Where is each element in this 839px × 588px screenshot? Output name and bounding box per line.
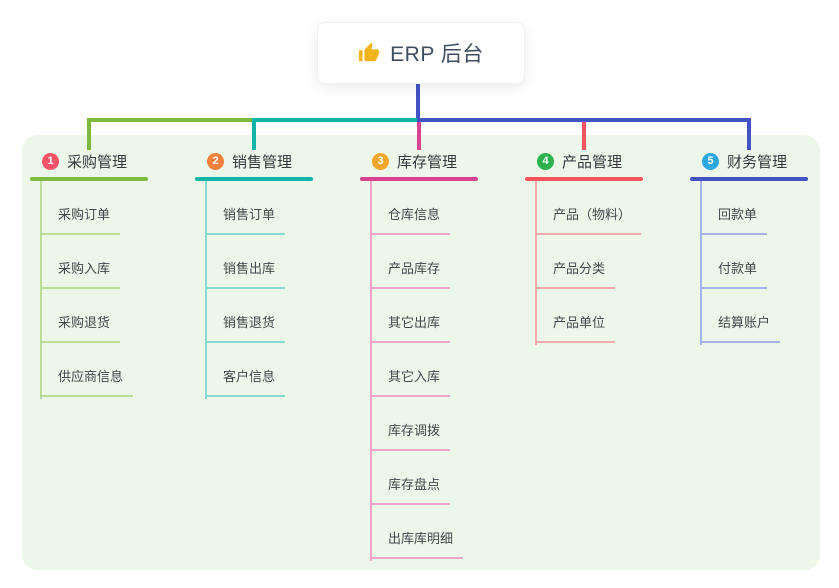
child-node[interactable]: 产品单位 (535, 289, 616, 343)
child-node[interactable]: 产品库存 (370, 235, 451, 289)
child-node[interactable]: 销售退货 (205, 289, 286, 343)
branch-underline (690, 177, 808, 181)
branch-children: 采购订单 采购入库 采购退货 供应商信息 (40, 181, 134, 397)
child-node-label: 出库库明细 (370, 528, 464, 559)
bus-segment-middle (252, 118, 417, 122)
branch-children: 仓库信息 产品库存 其它出库 其它入库 库存调拨 库存盘点 出库库明细 (370, 181, 464, 559)
child-node[interactable]: 产品（物料） (535, 181, 642, 235)
branch-number-badge: 2 (207, 152, 224, 170)
branch-label: 采购管理 (67, 153, 128, 171)
child-node-label: 产品（物料） (535, 204, 642, 235)
child-node[interactable]: 客户信息 (205, 343, 286, 397)
branch-drop-line (582, 120, 586, 150)
branch-children-connector (40, 181, 42, 399)
branch-drop-line (417, 120, 421, 150)
branch-underline (360, 177, 478, 181)
root-connector-line (416, 82, 420, 122)
child-node-label: 产品单位 (535, 312, 616, 343)
child-node-label: 采购订单 (40, 204, 121, 235)
child-node-label: 付款单 (700, 258, 768, 289)
branch-children-connector (700, 181, 702, 345)
bus-segment-left (87, 118, 252, 122)
child-node-label: 销售退货 (205, 312, 286, 343)
branch-drop-line (87, 120, 91, 150)
child-node[interactable]: 供应商信息 (40, 343, 134, 397)
branch-number-badge: 3 (372, 152, 389, 170)
child-node-label: 采购退货 (40, 312, 121, 343)
child-node[interactable]: 结算账户 (700, 289, 781, 343)
child-node[interactable]: 采购订单 (40, 181, 121, 235)
child-node-label: 库存盘点 (370, 474, 451, 505)
branch-number-badge: 4 (537, 152, 554, 170)
root-node-label: ERP 后台 (390, 43, 484, 66)
bus-segment-right (417, 118, 751, 122)
child-node-label: 其它入库 (370, 366, 451, 397)
branch-node: 2 销售管理 销售订单 销售出库 销售退货 客户信息 (195, 145, 313, 399)
root-node[interactable]: ERP 后台 (317, 22, 525, 84)
branch-children: 销售订单 销售出库 销售退货 客户信息 (205, 181, 286, 397)
branch-underline (30, 177, 148, 181)
branch-title[interactable]: 3 库存管理 (360, 145, 478, 177)
branch-title[interactable]: 1 采购管理 (30, 145, 148, 177)
branch-children-connector (535, 181, 537, 345)
child-node[interactable]: 仓库信息 (370, 181, 451, 235)
branch-title[interactable]: 2 销售管理 (195, 145, 313, 177)
child-node-label: 产品分类 (535, 258, 616, 289)
thumbs-up-icon (359, 42, 380, 62)
child-node[interactable]: 采购退货 (40, 289, 121, 343)
child-node[interactable]: 出库库明细 (370, 505, 464, 559)
child-node-label: 销售出库 (205, 258, 286, 289)
branch-title[interactable]: 4 产品管理 (525, 145, 643, 177)
child-node[interactable]: 库存调拨 (370, 397, 451, 451)
child-node-label: 供应商信息 (40, 366, 134, 397)
child-node-label: 客户信息 (205, 366, 286, 397)
child-node[interactable]: 销售订单 (205, 181, 286, 235)
child-node[interactable]: 库存盘点 (370, 451, 451, 505)
child-node-label: 其它出库 (370, 312, 451, 343)
branch-node: 4 产品管理 产品（物料） 产品分类 产品单位 (525, 145, 643, 345)
branch-node: 3 库存管理 仓库信息 产品库存 其它出库 其它入库 库存调拨 库存盘点 出库库… (360, 145, 478, 561)
child-node-label: 结算账户 (700, 312, 781, 343)
child-node-label: 产品库存 (370, 258, 451, 289)
child-node[interactable]: 产品分类 (535, 235, 616, 289)
branch-number-badge: 1 (42, 152, 59, 170)
branch-drop-line (252, 120, 256, 150)
child-node-label: 采购入库 (40, 258, 121, 289)
branch-label: 财务管理 (727, 153, 788, 171)
child-node[interactable]: 采购入库 (40, 235, 121, 289)
branch-children-connector (370, 181, 372, 561)
branch-node: 1 采购管理 采购订单 采购入库 采购退货 供应商信息 (30, 145, 148, 399)
branch-underline (525, 177, 643, 181)
branch-children: 回款单 付款单 结算账户 (700, 181, 781, 343)
child-node[interactable]: 其它出库 (370, 289, 451, 343)
branch-node: 5 财务管理 回款单 付款单 结算账户 (690, 145, 808, 345)
branch-label: 库存管理 (397, 153, 458, 171)
child-node-label: 库存调拨 (370, 420, 451, 451)
branch-label: 销售管理 (232, 153, 293, 171)
child-node[interactable]: 其它入库 (370, 343, 451, 397)
branch-number-badge: 5 (702, 152, 719, 170)
branch-title[interactable]: 5 财务管理 (690, 145, 808, 177)
branch-children: 产品（物料） 产品分类 产品单位 (535, 181, 642, 343)
branch-children-connector (205, 181, 207, 399)
child-node[interactable]: 回款单 (700, 181, 768, 235)
child-node-label: 回款单 (700, 204, 768, 235)
branch-underline (195, 177, 313, 181)
branches-panel (22, 135, 820, 570)
child-node-label: 仓库信息 (370, 204, 451, 235)
child-node-label: 销售订单 (205, 204, 286, 235)
child-node[interactable]: 付款单 (700, 235, 768, 289)
child-node[interactable]: 销售出库 (205, 235, 286, 289)
branch-label: 产品管理 (562, 153, 623, 171)
branch-drop-line (747, 120, 751, 150)
